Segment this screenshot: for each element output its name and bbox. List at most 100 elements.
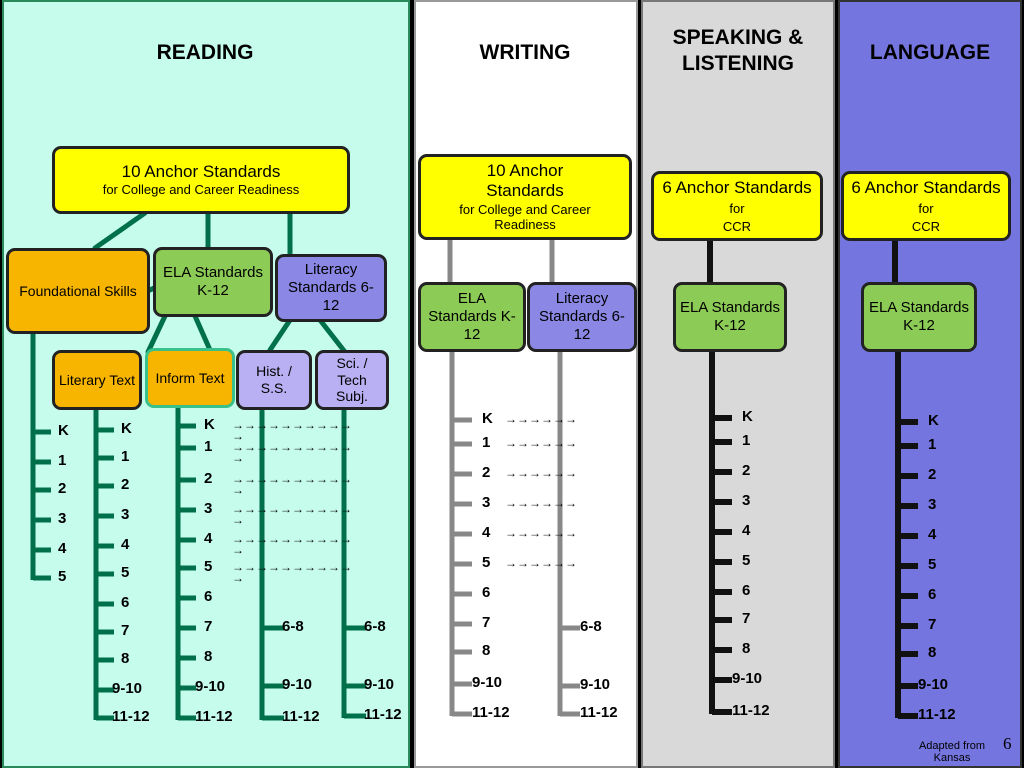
writing_lit-grade-label: 11-12 — [580, 704, 618, 721]
language_ela-grade-label: 2 — [928, 466, 937, 483]
writing-anchor-subtitle: for College and Career Readiness — [459, 201, 591, 233]
writing_ela-grade-label: K — [482, 410, 493, 427]
inform-grade-label: 6 — [204, 588, 213, 605]
writing-anchor-box: 10 Anchor Standards for College and Care… — [418, 154, 632, 240]
inform-grade-label: 9-10 — [195, 678, 226, 695]
sci-grade-label: 9-10 — [364, 676, 395, 693]
writing_ela-grade-label: 11-12 — [472, 704, 510, 721]
writing_ela-arrow-row: →→→→→→ — [505, 466, 577, 480]
speaking-anchor-title: 6 Anchor Standards — [662, 177, 812, 197]
inform-grade-label: 7 — [204, 618, 213, 635]
foundational-grade-label: 1 — [58, 452, 67, 469]
hist-grade-label: 6-8 — [282, 618, 304, 635]
writing_ela-grade-label: 9-10 — [472, 674, 503, 691]
language-panel — [838, 0, 1022, 768]
speaking_ela-grade-label: 8 — [742, 640, 751, 657]
foundational-skills-box: Foundational Skills — [6, 248, 150, 334]
language-ela-box: ELA Standards K-12 — [861, 282, 977, 352]
writing_ela-grade-label: 2 — [482, 464, 491, 481]
literary-grade-label: 1 — [121, 448, 130, 465]
writing_ela-grade-label: 1 — [482, 434, 491, 451]
writing_ela-grade-label: 8 — [482, 642, 491, 659]
inform-grade-label: 3 — [204, 500, 213, 517]
speaking_ela-grade-label: 6 — [742, 582, 751, 599]
writing-ela-box: ELA Standards K-12 — [418, 282, 526, 352]
foundational-grade-label: 3 — [58, 510, 67, 527]
language-anchor-line: 6 Anchor Standards for — [846, 178, 1006, 219]
language-anchor-sub: CCR — [911, 218, 941, 234]
inform-arrow-row: →→→→→→→→→→→ — [232, 418, 352, 443]
literary-grade-label: 8 — [121, 650, 130, 667]
language-anchor-box: 6 Anchor Standards for CCR — [841, 171, 1011, 241]
inform-grade-label: 5 — [204, 558, 213, 575]
writing_ela-grade-label: 4 — [482, 524, 491, 541]
sci-tech-box: Sci. / Tech Subj. — [315, 350, 389, 410]
literary-grade-label: 5 — [121, 564, 130, 581]
writing_ela-grade-label: 7 — [482, 614, 491, 631]
language_ela-grade-label: 4 — [928, 526, 937, 543]
inform-grade-label: 8 — [204, 648, 213, 665]
inform-arrow-row: →→→→→→→→→→→ — [232, 440, 352, 465]
literary-grade-label: 2 — [121, 476, 130, 493]
inform-arrow-row: →→→→→→→→→→→ — [232, 502, 352, 527]
reading-anchor-subtitle: for College and Career Readiness — [102, 182, 300, 198]
literary-grade-label: 9-10 — [112, 680, 143, 697]
language_ela-grade-label: 9-10 — [918, 676, 949, 693]
writing-title: WRITING — [479, 41, 571, 64]
sci-grade-label: 6-8 — [364, 618, 386, 635]
page-number: 6 — [1003, 734, 1012, 753]
language_ela-grade-label: 6 — [928, 586, 937, 603]
speaking-title: SPEAKING & LISTENING — [672, 26, 804, 75]
literary-grade-label: 11-12 — [112, 708, 150, 725]
language_ela-grade-label: 7 — [928, 616, 937, 633]
speaking_ela-grade-label: 9-10 — [732, 670, 763, 687]
speaking_ela-grade-label: 2 — [742, 462, 751, 479]
reading-anchor-title: 10 Anchor Standards — [121, 162, 281, 181]
language-anchor-for: for — [918, 201, 934, 217]
inform-arrow-row: →→→→→→→→→→→ — [232, 560, 352, 585]
literary-grade-label: 6 — [121, 594, 130, 611]
writing_ela-arrow-row: →→→→→→ — [505, 526, 577, 540]
inform-grade-label: 4 — [204, 530, 213, 547]
writing_ela-arrow-row: →→→→→→ — [505, 496, 577, 510]
language-title: LANGUAGE — [869, 41, 991, 64]
writing_ela-grade-label: 3 — [482, 494, 491, 511]
reading-literacy-box: Literacy Standards 6-12 — [275, 254, 387, 322]
writing_ela-arrow-row: →→→→→→ — [505, 436, 577, 450]
literary-grade-label: 4 — [121, 536, 130, 553]
speaking_ela-grade-label: K — [742, 408, 753, 425]
literary-grade-label: 3 — [121, 506, 130, 523]
hist-grade-label: 9-10 — [282, 676, 313, 693]
inform-arrow-row: →→→→→→→→→→→ — [232, 472, 352, 497]
language_ela-grade-label: 1 — [928, 436, 937, 453]
language_ela-grade-label: 5 — [928, 556, 937, 573]
literary-text-box: Literary Text — [52, 350, 142, 410]
writing_ela-arrow-row: →→→→→→ — [505, 412, 577, 426]
reading-ela-box: ELA Standards K-12 — [153, 247, 273, 317]
foundational-grade-label: K — [58, 422, 69, 439]
adapted-from-note: Adapted from Kansas — [918, 740, 986, 764]
language_ela-grade-label: 8 — [928, 644, 937, 661]
inform-grade-label: K — [204, 416, 215, 433]
inform-text-box: Inform Text — [145, 348, 235, 408]
speaking-anchor-for: for — [729, 201, 745, 217]
literary-grade-label: K — [121, 420, 132, 437]
language-anchor-title: 6 Anchor Standards — [851, 177, 1001, 197]
writing_ela-grade-label: 6 — [482, 584, 491, 601]
reading-title: READING — [156, 41, 254, 64]
writing-literacy-box: Literacy Standards 6-12 — [527, 282, 637, 352]
inform-grade-label: 1 — [204, 438, 213, 455]
writing_lit-grade-label: 9-10 — [580, 676, 611, 693]
foundational-grade-label: 2 — [58, 480, 67, 497]
speaking_ela-grade-label: 1 — [742, 432, 751, 449]
language_ela-grade-label: 3 — [928, 496, 937, 513]
writing_lit-grade-label: 6-8 — [580, 618, 602, 635]
speaking_ela-grade-label: 5 — [742, 552, 751, 569]
writing-anchor-title: 10 Anchor Standards — [486, 161, 564, 201]
foundational-grade-label: 4 — [58, 540, 67, 557]
speaking_ela-grade-label: 11-12 — [732, 702, 770, 719]
speaking_ela-grade-label: 3 — [742, 492, 751, 509]
foundational-grade-label: 5 — [58, 568, 67, 585]
writing_ela-arrow-row: →→→→→→ — [505, 556, 577, 570]
